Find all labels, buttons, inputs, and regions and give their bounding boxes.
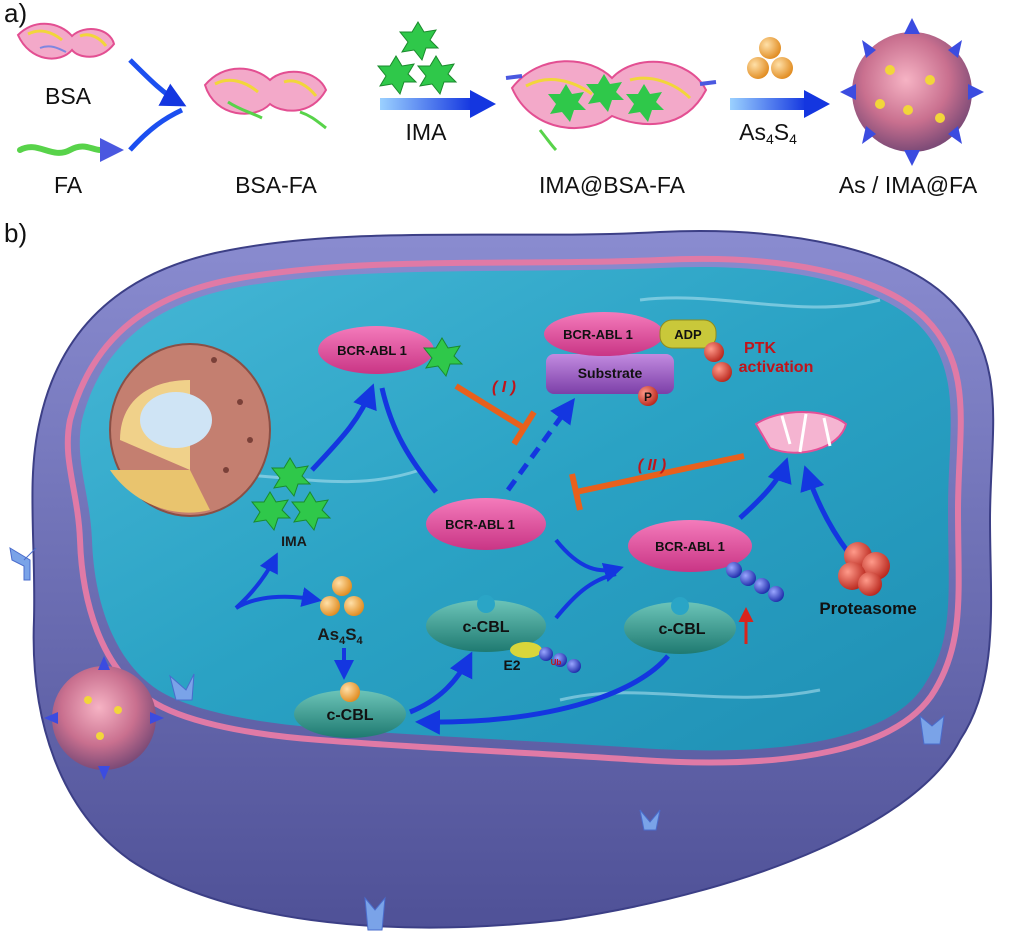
panel-a-tag: a) xyxy=(4,0,27,28)
inhibition-one-bar xyxy=(511,410,537,446)
label-ptk: PTK xyxy=(744,340,776,357)
label-substrate: Substrate xyxy=(578,365,643,381)
label-ima-bsa-fa: IMA@BSA-FA xyxy=(539,172,686,198)
label-inhibit-one: ( I ) xyxy=(492,379,516,396)
as-ima-fa-nanoparticle-icon xyxy=(840,18,984,166)
bsa-protein-icon xyxy=(16,22,116,60)
released-as4s4-icon xyxy=(320,576,364,616)
ima-bsa-fa-complex-icon xyxy=(505,60,717,152)
label-inhibit-two: ( II ) xyxy=(638,457,666,474)
as4s4-arrow xyxy=(730,98,806,110)
label-adp: ADP xyxy=(674,327,702,342)
as4s4-arrow-head xyxy=(804,90,830,118)
fa-molecule-icon xyxy=(17,138,124,162)
label-ima: IMA xyxy=(281,533,307,549)
substrate-block xyxy=(546,354,674,394)
ccbl-right-pill xyxy=(624,602,736,654)
arrow-bottom-to-center-ccbl xyxy=(409,651,473,715)
adp-block xyxy=(659,319,717,349)
bcr-abl-top-pill xyxy=(318,326,434,374)
arrow-release-as xyxy=(234,587,322,610)
ubiquitin-chain-icon xyxy=(726,562,784,602)
panel-b: b) xyxy=(4,218,995,931)
ima-arrow-head xyxy=(470,90,496,118)
ccbl-bottom-pill xyxy=(294,690,406,738)
label-bsa-fa: BSA-FA xyxy=(235,172,317,198)
arrow-bcr-center-to-top xyxy=(379,387,438,494)
fa-receptor-icons xyxy=(9,547,945,931)
arrow-center-to-right xyxy=(554,538,624,583)
bcr-abl-right-pill xyxy=(628,520,752,572)
bcr-abl-ptk-pill xyxy=(544,312,664,356)
bound-as-bead xyxy=(340,682,360,702)
arrow-right-ccbl-to-bottom xyxy=(415,654,670,735)
bsa-fa-protein-icon xyxy=(203,67,328,130)
degraded-protein-icon xyxy=(754,411,848,454)
label-activation: activation xyxy=(739,359,814,376)
merge-arrow-top xyxy=(128,58,187,107)
label-ccbl-center: c-CBL xyxy=(462,619,509,636)
water-ripple-2 xyxy=(559,688,821,702)
entering-nanoparticle-icon xyxy=(44,656,164,780)
phospho-bead xyxy=(638,386,658,406)
bcr-abl-center-pill xyxy=(426,498,546,550)
as4s4-beads-icon xyxy=(747,37,793,79)
panel-b-tag: b) xyxy=(4,218,27,248)
label-bcr-right: BCR-ABL 1 xyxy=(655,539,725,554)
arrow-ima-to-bcr xyxy=(310,383,377,472)
arrow-proteasome-to-degraded xyxy=(800,465,851,554)
arrow-right-to-degraded xyxy=(738,457,792,520)
label-bcr-center: BCR-ABL 1 xyxy=(445,517,515,532)
label-ccbl-right: c-CBL xyxy=(658,621,705,638)
merge-arrow-bottom xyxy=(128,107,184,152)
panel-a: a) BSA FA BSA-FA xyxy=(4,0,984,198)
label-ub: Ub xyxy=(551,658,562,667)
phosphate-beads-icon xyxy=(704,342,732,382)
label-e2: E2 xyxy=(503,657,520,673)
label-final-nanoparticle: As / IMA@FA xyxy=(839,172,978,198)
inhibition-two-line xyxy=(575,453,745,495)
ima-arrow xyxy=(380,98,472,110)
ccbl-center-pill xyxy=(426,600,546,652)
label-ccbl-bottom: c-CBL xyxy=(326,707,373,724)
nanocarrier-cross-section-icon xyxy=(109,343,271,517)
arrow-ccbl-to-right xyxy=(554,572,617,620)
label-bcr-top: BCR-ABL 1 xyxy=(337,343,407,358)
proteasome-icon xyxy=(838,542,890,596)
ccbl-center-pocket xyxy=(477,595,495,613)
bound-ima-icon xyxy=(422,337,464,378)
label-bcr-ptk: BCR-ABL 1 xyxy=(563,327,633,342)
released-ima-icon xyxy=(250,457,332,532)
label-ima-arrow: IMA xyxy=(406,119,448,145)
label-as4s4: As4S4 xyxy=(317,625,363,647)
e2-ub-icon xyxy=(510,642,581,673)
label-proteasome: Proteasome xyxy=(819,599,916,618)
label-as4s4-arrow: As4S4 xyxy=(739,119,797,147)
ima-crystals-icon xyxy=(376,21,458,96)
label-bsa: BSA xyxy=(45,83,92,109)
label-fa: FA xyxy=(54,172,83,198)
label-phospho: P xyxy=(644,390,652,404)
ccbl-right-pocket xyxy=(671,597,689,615)
water-ripple-3 xyxy=(639,296,881,309)
dashed-activation-arrow xyxy=(505,397,575,492)
inhibition-two-bar xyxy=(569,473,583,511)
inhibition-one-line xyxy=(454,383,526,431)
